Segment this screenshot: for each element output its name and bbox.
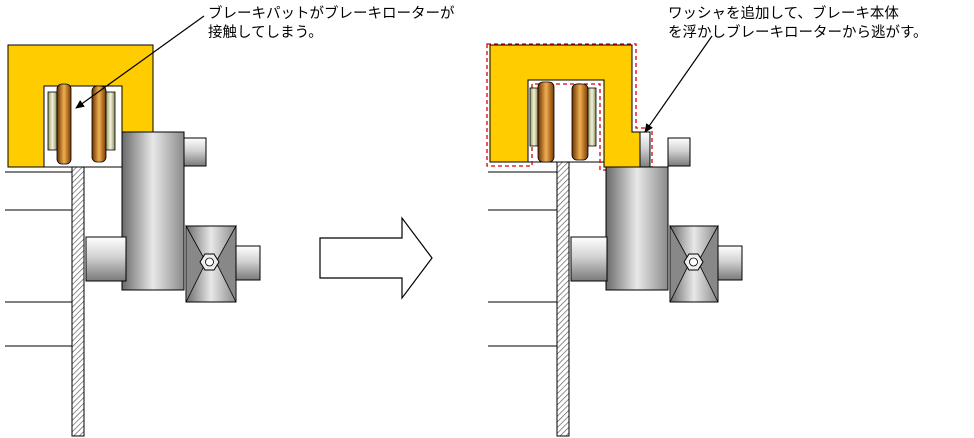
backing-plate-left-1 [47,91,58,151]
raised-position-outline [486,43,653,171]
top-bolt-left [183,137,207,167]
before-caption-line-2: 接触してしまう。 [208,25,323,41]
after-assembly [486,43,743,437]
caliper-arm-right [605,166,669,291]
nut-right [669,224,719,303]
caliper-arm-left [121,131,185,291]
axle-right [570,236,608,282]
after-caption: ワッシャを追加して、ブレーキ本体 を浮かしブレーキローターから逃がす。 [668,5,928,43]
backing-plate-left-2 [105,91,116,151]
caliper-body-right [489,44,651,168]
transition-arrow [319,216,433,300]
bolt-end-left [235,245,261,281]
brake-pad-left-1 [56,83,72,165]
before-caption-line-1: ブレーキパットがブレーキローターが [208,6,455,22]
after-caption-line-2: を浮かしブレーキローターから逃がす。 [668,25,928,41]
backing-plate-right-2 [587,87,597,147]
leader-line-left [75,15,205,109]
backing-plate-right-1 [529,87,539,147]
after-caption-line-1: ワッシャを追加して、ブレーキ本体 [668,6,899,22]
axle-left [85,236,127,282]
nut-left [185,224,237,303]
before-assembly [5,44,261,437]
top-bolt-right [667,137,691,167]
brake-pad-left-2 [91,85,107,163]
mount-lines-right [488,171,557,347]
before-caption: ブレーキパットがブレーキローターが 接触してしまう。 [208,5,455,43]
washer [639,131,651,169]
mount-lines-left [5,171,72,347]
leader-line-right [644,35,713,133]
brake-pad-right-2 [571,83,589,161]
brake-pad-right-1 [537,81,555,163]
bolt-end-right [717,245,743,281]
